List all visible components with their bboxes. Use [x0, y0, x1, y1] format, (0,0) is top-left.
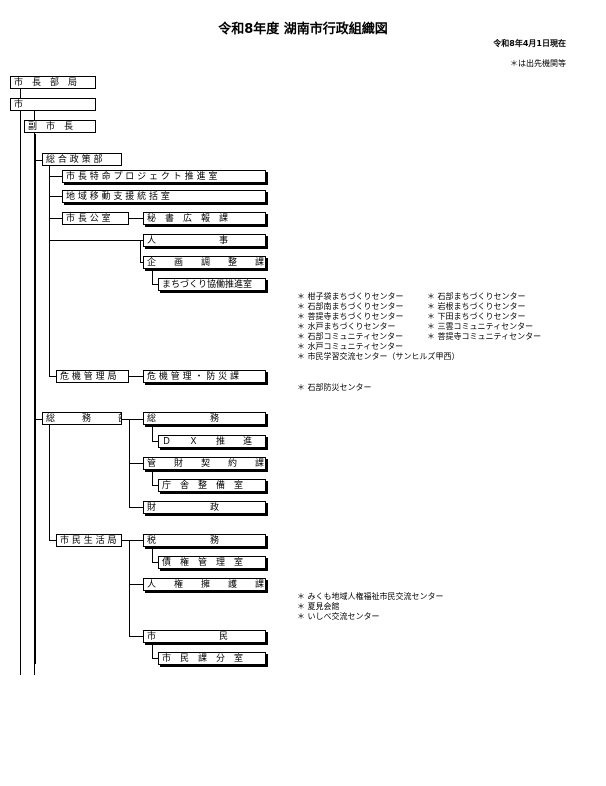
list-item: 石部コミュニティセンター	[297, 332, 460, 342]
tax-section-box: 税 務 課	[143, 534, 266, 547]
connector-line	[129, 376, 143, 377]
finance-section-box: 財 政 課	[143, 501, 266, 514]
special-projects-office-box: 市 長 特 命 プ ロ ジ ェ ク ト 推 進 室	[62, 170, 266, 183]
planning-section-box: 企 画 調 整 課	[143, 256, 266, 269]
connector-line	[152, 658, 158, 659]
general-policy-dept-box: 総 合 政 策 部	[42, 153, 122, 166]
list-item: 菩提寺まちづくりセンター	[297, 312, 460, 322]
connector-line	[140, 240, 141, 262]
page-title: 令和8年度 湖南市行政組織図	[218, 22, 388, 37]
citizen-bureau-box: 市 民 生 活 局	[56, 534, 122, 547]
connector-line	[122, 419, 143, 420]
disaster-center-note: 石部防災センター	[297, 383, 372, 393]
human-rights-facilities-list: みくも地域人権福祉市民交流センター 夏見会館 いしべ交流センター	[297, 592, 444, 622]
connector-line	[152, 562, 158, 563]
connector-line	[35, 419, 42, 420]
finance-contracts-section-box: 管 財 契 約 課	[143, 457, 266, 470]
connector-line	[152, 469, 153, 485]
connector-line	[129, 507, 143, 508]
connector-line	[152, 268, 153, 284]
list-item: いしべ交流センター	[297, 612, 444, 622]
list-item: 石部まちづくりセンター	[427, 292, 541, 302]
mayor-office-box: 市 長 部 局	[10, 76, 96, 89]
connector-line	[34, 126, 35, 675]
building-maintenance-office-box: 庁 舎 整 備 室	[158, 479, 266, 492]
list-item: 柑子袋まちづくりセンター	[297, 292, 460, 302]
list-item: 石部防災センター	[297, 383, 372, 393]
list-item: 水戸コミュニティセンター	[297, 342, 460, 352]
general-affairs-dept-box: 総 務 部	[42, 412, 122, 425]
human-rights-section-box: 人 権 擁 護 課	[143, 578, 266, 591]
connector-line	[49, 196, 62, 197]
connector-line	[122, 540, 143, 541]
dx-office-box: Ｄ Ｘ 推 進 室	[158, 435, 266, 448]
list-item: 岩根まちづくりセンター	[427, 302, 541, 312]
secretary-pr-section-box: 秘 書 広 報 課	[143, 212, 266, 225]
connector-line	[129, 540, 130, 636]
personnel-section-box: 人 事 課	[143, 234, 266, 247]
connector-line	[49, 425, 50, 540]
connector-line	[152, 284, 158, 285]
connector-line	[49, 540, 56, 541]
connector-line	[140, 262, 143, 263]
connector-line	[129, 463, 143, 464]
connector-line	[49, 218, 62, 219]
connector-line	[152, 546, 153, 562]
legend-note: ＊は出先機関等	[510, 59, 566, 68]
list-item: 下田まちづくりセンター	[427, 312, 541, 322]
connector-line	[129, 218, 143, 219]
deputy-mayor-box: 副 市 長	[24, 120, 96, 133]
list-item: 石部南まちづくりセンター	[297, 302, 460, 312]
general-affairs-section-box: 総 務 課	[143, 412, 266, 425]
list-item: 菩提寺コミュニティセンター	[427, 332, 542, 342]
crisis-bureau-box: 危 機 管 理 局	[56, 370, 129, 383]
connector-line	[152, 425, 153, 441]
connector-line	[129, 584, 143, 585]
centers-list-left: 柑子袋まちづくりセンター 石部南まちづくりセンター 菩提寺まちづくりセンター 水…	[297, 292, 460, 362]
connector-line	[152, 485, 158, 486]
connector-line	[35, 134, 36, 664]
citizens-section-box: 市 民 課	[143, 630, 266, 643]
debt-management-office-box: 債 権 管 理 室	[158, 556, 266, 569]
connector-line	[49, 166, 50, 376]
connector-line	[49, 376, 62, 377]
regional-mobility-office-box: 地 域 移 動 支 援 統 括 室	[62, 190, 266, 203]
as-of-date: 令和8年4月1日現在	[493, 39, 566, 48]
connector-line	[129, 636, 143, 637]
list-item: 水戸まちづくりセンター	[297, 322, 460, 332]
town-planning-office-box: まちづくり協働推進室	[158, 278, 266, 291]
connector-line	[35, 160, 42, 161]
connector-line	[49, 176, 62, 177]
list-item: みくも地域人権福祉市民交流センター	[297, 592, 444, 602]
connector-line	[20, 89, 21, 675]
crisis-section-box: 危 機 管 理 ・ 防 災 課	[143, 370, 266, 383]
connector-line	[152, 441, 158, 442]
mayor-secretariat-box: 市 長 公 室	[62, 212, 129, 225]
list-item: 夏見会館	[297, 602, 444, 612]
citizens-branch-office-box: 市 民 課 分 室	[158, 652, 266, 665]
connector-line	[49, 240, 143, 241]
connector-line	[152, 642, 153, 658]
centers-list-right: 石部まちづくりセンター 岩根まちづくりセンター 下田まちづくりセンター 三雲コミ…	[427, 292, 542, 342]
mayor-box: 市 長	[10, 98, 96, 111]
list-item: 三雲コミュニティセンター	[427, 322, 541, 332]
list-item: 市民学習交流センター（サンヒルズ甲西）	[297, 352, 460, 362]
